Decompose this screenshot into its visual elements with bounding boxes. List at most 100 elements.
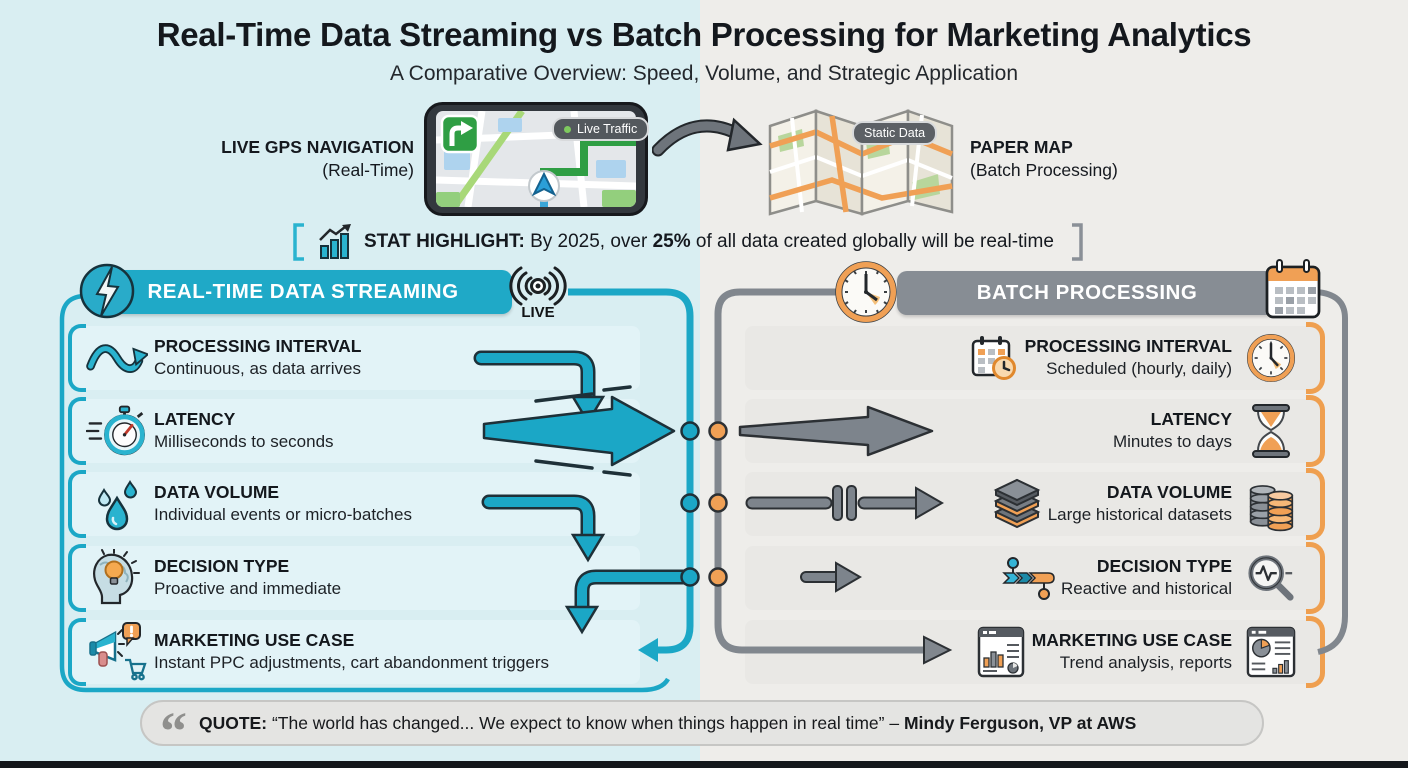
head-lightbulb-icon [86, 549, 148, 607]
row-subtitle: Minutes to days [1112, 432, 1232, 452]
realtime-header-label: REAL-TIME DATA STREAMING [147, 280, 459, 303]
row-title: MARKETING USE CASE [1031, 630, 1232, 651]
paper-map-title: PAPER MAP [970, 137, 1073, 157]
stat-after: of all data created globally will be rea… [695, 231, 1054, 252]
row-title: DECISION TYPE [154, 556, 290, 577]
row-title: DATA VOLUME [1106, 482, 1232, 503]
row-bracket [68, 397, 86, 465]
batch-connector-dots [708, 421, 728, 587]
row-subtitle: Milliseconds to seconds [154, 432, 334, 452]
stat-label: STAT HIGHLIGHT: [364, 231, 525, 252]
magnifier-pulse-icon [1246, 552, 1296, 604]
flow-arrow-interval-to-latency [473, 350, 606, 425]
speed-arrow-realtime [482, 385, 676, 477]
lightning-bolt-icon [79, 263, 135, 319]
report-chart-icon [970, 625, 1032, 679]
row-title: PROCESSING INTERVAL [1024, 336, 1232, 357]
row-subtitle: Individual events or micro-batches [154, 505, 412, 525]
realtime-connector-line [568, 288, 694, 654]
row-bracket [68, 324, 86, 392]
realtime-connector-arrowhead [638, 638, 658, 662]
gps-title: LIVE GPS NAVIGATION [221, 137, 414, 157]
wall-clock-icon [835, 261, 897, 323]
calendar-icon [1265, 259, 1321, 319]
wave-arrow-icon [86, 335, 148, 381]
live-traffic-badge-label: Live Traffic [577, 122, 638, 136]
green-status-dot [564, 125, 571, 133]
row-subtitle: Trend analysis, reports [1059, 653, 1232, 673]
paper-map-subtitle: (Batch Processing) [970, 159, 1118, 180]
realtime-header-banner: REAL-TIME DATA STREAMING [94, 270, 512, 314]
flow-arrow-decision-to-usecase [564, 569, 692, 635]
batch-connector-arrowhead [923, 635, 953, 665]
hourglass-icon [1246, 404, 1296, 458]
stat-left-bracket-icon [293, 223, 304, 261]
bottom-border-strip [0, 761, 1408, 768]
page-title: Real-Time Data Streaming vs Batch Proces… [156, 16, 1252, 53]
row-bracket [1306, 322, 1325, 394]
row-bracket [68, 544, 86, 612]
batch-row-processing-interval: PROCESSING INTERVAL Scheduled (hourly, d… [745, 322, 1325, 394]
stat-before: By 2025, over [530, 231, 648, 252]
small-arrow-batch-decision [800, 561, 862, 593]
report-pie-icon [1246, 624, 1296, 680]
batch-header-banner: BATCH PROCESSING [897, 271, 1277, 315]
static-data-badge-label: Static Data [864, 126, 926, 140]
row-title: LATENCY [1150, 409, 1232, 430]
row-title: PROCESSING INTERVAL [154, 336, 362, 357]
batch-column-border [1315, 289, 1348, 655]
gps-subtitle: (Real-Time) [322, 159, 414, 180]
stopwatch-icon [86, 403, 148, 459]
row-title: DECISION TYPE [1096, 556, 1232, 577]
realtime-row-decision-type: DECISION TYPE Proactive and immediate [68, 544, 640, 612]
row-subtitle: Instant PPC adjustments, cart abandonmen… [154, 653, 549, 673]
row-subtitle: Proactive and immediate [154, 579, 342, 599]
live-broadcast-icon [509, 266, 567, 306]
stat-text: STAT HIGHLIGHT: By 2025, over 25% of all… [364, 231, 1054, 253]
realtime-column-border [59, 293, 670, 693]
row-subtitle: Scheduled (hourly, daily) [1046, 359, 1232, 379]
clock-dial-icon [1246, 333, 1296, 383]
page-subtitle: A Comparative Overview: Speed, Volume, a… [389, 62, 1018, 85]
live-traffic-badge: Live Traffic [552, 117, 650, 141]
static-data-badge: Static Data [852, 121, 938, 145]
speed-arrow-batch [738, 405, 934, 457]
batch-connector-line [714, 288, 924, 654]
stat-value: 25% [652, 231, 691, 252]
calendar-clock-icon [963, 334, 1025, 382]
realtime-connector-dots [680, 421, 700, 587]
row-subtitle: Continuous, as data arrives [154, 359, 361, 379]
gps-label: LIVE GPS NAVIGATION (Real-Time) [188, 136, 414, 182]
curved-transition-arrow-icon [652, 117, 763, 157]
row-title: LATENCY [154, 409, 236, 430]
row-title: MARKETING USE CASE [154, 630, 355, 651]
quote-author: Mindy Ferguson, VP at AWS [903, 712, 1137, 733]
stat-highlight: STAT HIGHLIGHT: By 2025, over 25% of all… [290, 222, 1122, 262]
growth-chart-icon [319, 224, 351, 259]
quote-bar: “ QUOTE: “The world has changed... We ex… [140, 700, 1264, 758]
row-bracket [1306, 542, 1325, 614]
live-label: LIVE [521, 304, 555, 321]
paper-map-label: PAPER MAP (Batch Processing) [970, 136, 1196, 182]
row-bracket [68, 470, 86, 538]
quote-label: QUOTE: [199, 712, 268, 733]
realtime-row-processing-interval: PROCESSING INTERVAL Continuous, as data … [68, 324, 640, 392]
quote-body: “The world has changed... We expect to k… [271, 712, 900, 733]
realtime-row-marketing-use-case: MARKETING USE CASE Instant PPC adjustmen… [68, 618, 640, 686]
stat-right-bracket-icon [1071, 223, 1083, 261]
row-title: DATA VOLUME [154, 482, 280, 503]
coin-stacks-icon [1246, 475, 1296, 533]
timeline-icon [999, 555, 1061, 601]
quote-text: QUOTE: “The world has changed... We expe… [199, 713, 1136, 734]
row-bracket [1306, 468, 1325, 540]
realtime-row-data-volume: DATA VOLUME Individual events or micro-b… [68, 470, 640, 538]
row-subtitle: Reactive and historical [1060, 579, 1232, 599]
stacked-layers-icon [986, 478, 1048, 530]
row-subtitle: Large historical datasets [1047, 505, 1232, 525]
batch-header-label: BATCH PROCESSING [976, 281, 1198, 304]
flow-arrow-volume-to-decision [481, 494, 606, 563]
droplets-icon [86, 476, 148, 532]
paused-pipeline-arrow [745, 485, 945, 521]
